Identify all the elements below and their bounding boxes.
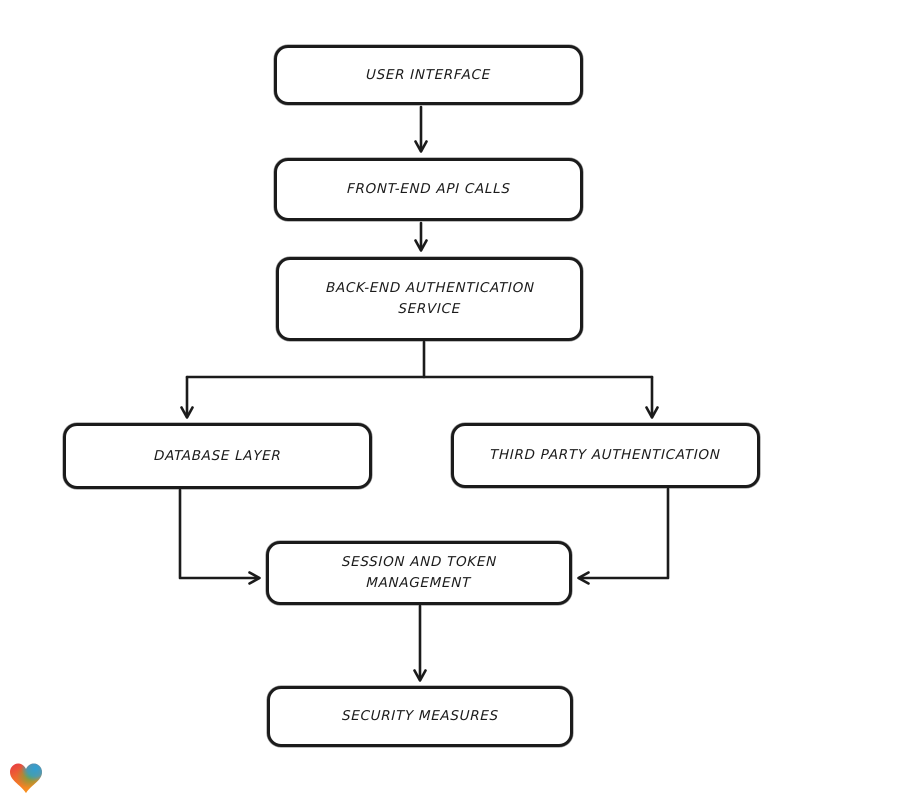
node-label: THIRD PARTY AUTHENTICATION bbox=[489, 447, 722, 464]
edge-thirdparty-to-session bbox=[577, 487, 670, 585]
edge-database-to-session bbox=[178, 488, 261, 585]
node-label: USER INTERFACE bbox=[365, 66, 492, 83]
node-front-end-api-calls[interactable]: FRONT-END API CALLS bbox=[274, 158, 583, 221]
node-label: DATABASE LAYER bbox=[153, 447, 282, 464]
node-label: SECURITY MEASURES bbox=[341, 708, 499, 725]
node-label: BACK-END AUTHENTICATION SERVICE bbox=[325, 280, 535, 317]
node-user-interface[interactable]: USER INTERFACE bbox=[274, 45, 583, 105]
node-third-party-authentication[interactable]: THIRD PARTY AUTHENTICATION bbox=[451, 423, 760, 488]
heart-shape bbox=[10, 763, 42, 794]
node-label: SESSION AND TOKEN MANAGEMENT bbox=[341, 554, 498, 591]
node-database-layer[interactable]: DATABASE LAYER bbox=[63, 423, 372, 489]
node-security-measures[interactable]: SECURITY MEASURES bbox=[267, 686, 573, 747]
node-back-end-authentication-service[interactable]: BACK-END AUTHENTICATION SERVICE bbox=[276, 257, 583, 341]
node-label: FRONT-END API CALLS bbox=[346, 181, 511, 198]
gradient-heart-logo[interactable] bbox=[10, 763, 42, 794]
node-session-and-token-management[interactable]: SESSION AND TOKEN MANAGEMENT bbox=[266, 541, 572, 605]
